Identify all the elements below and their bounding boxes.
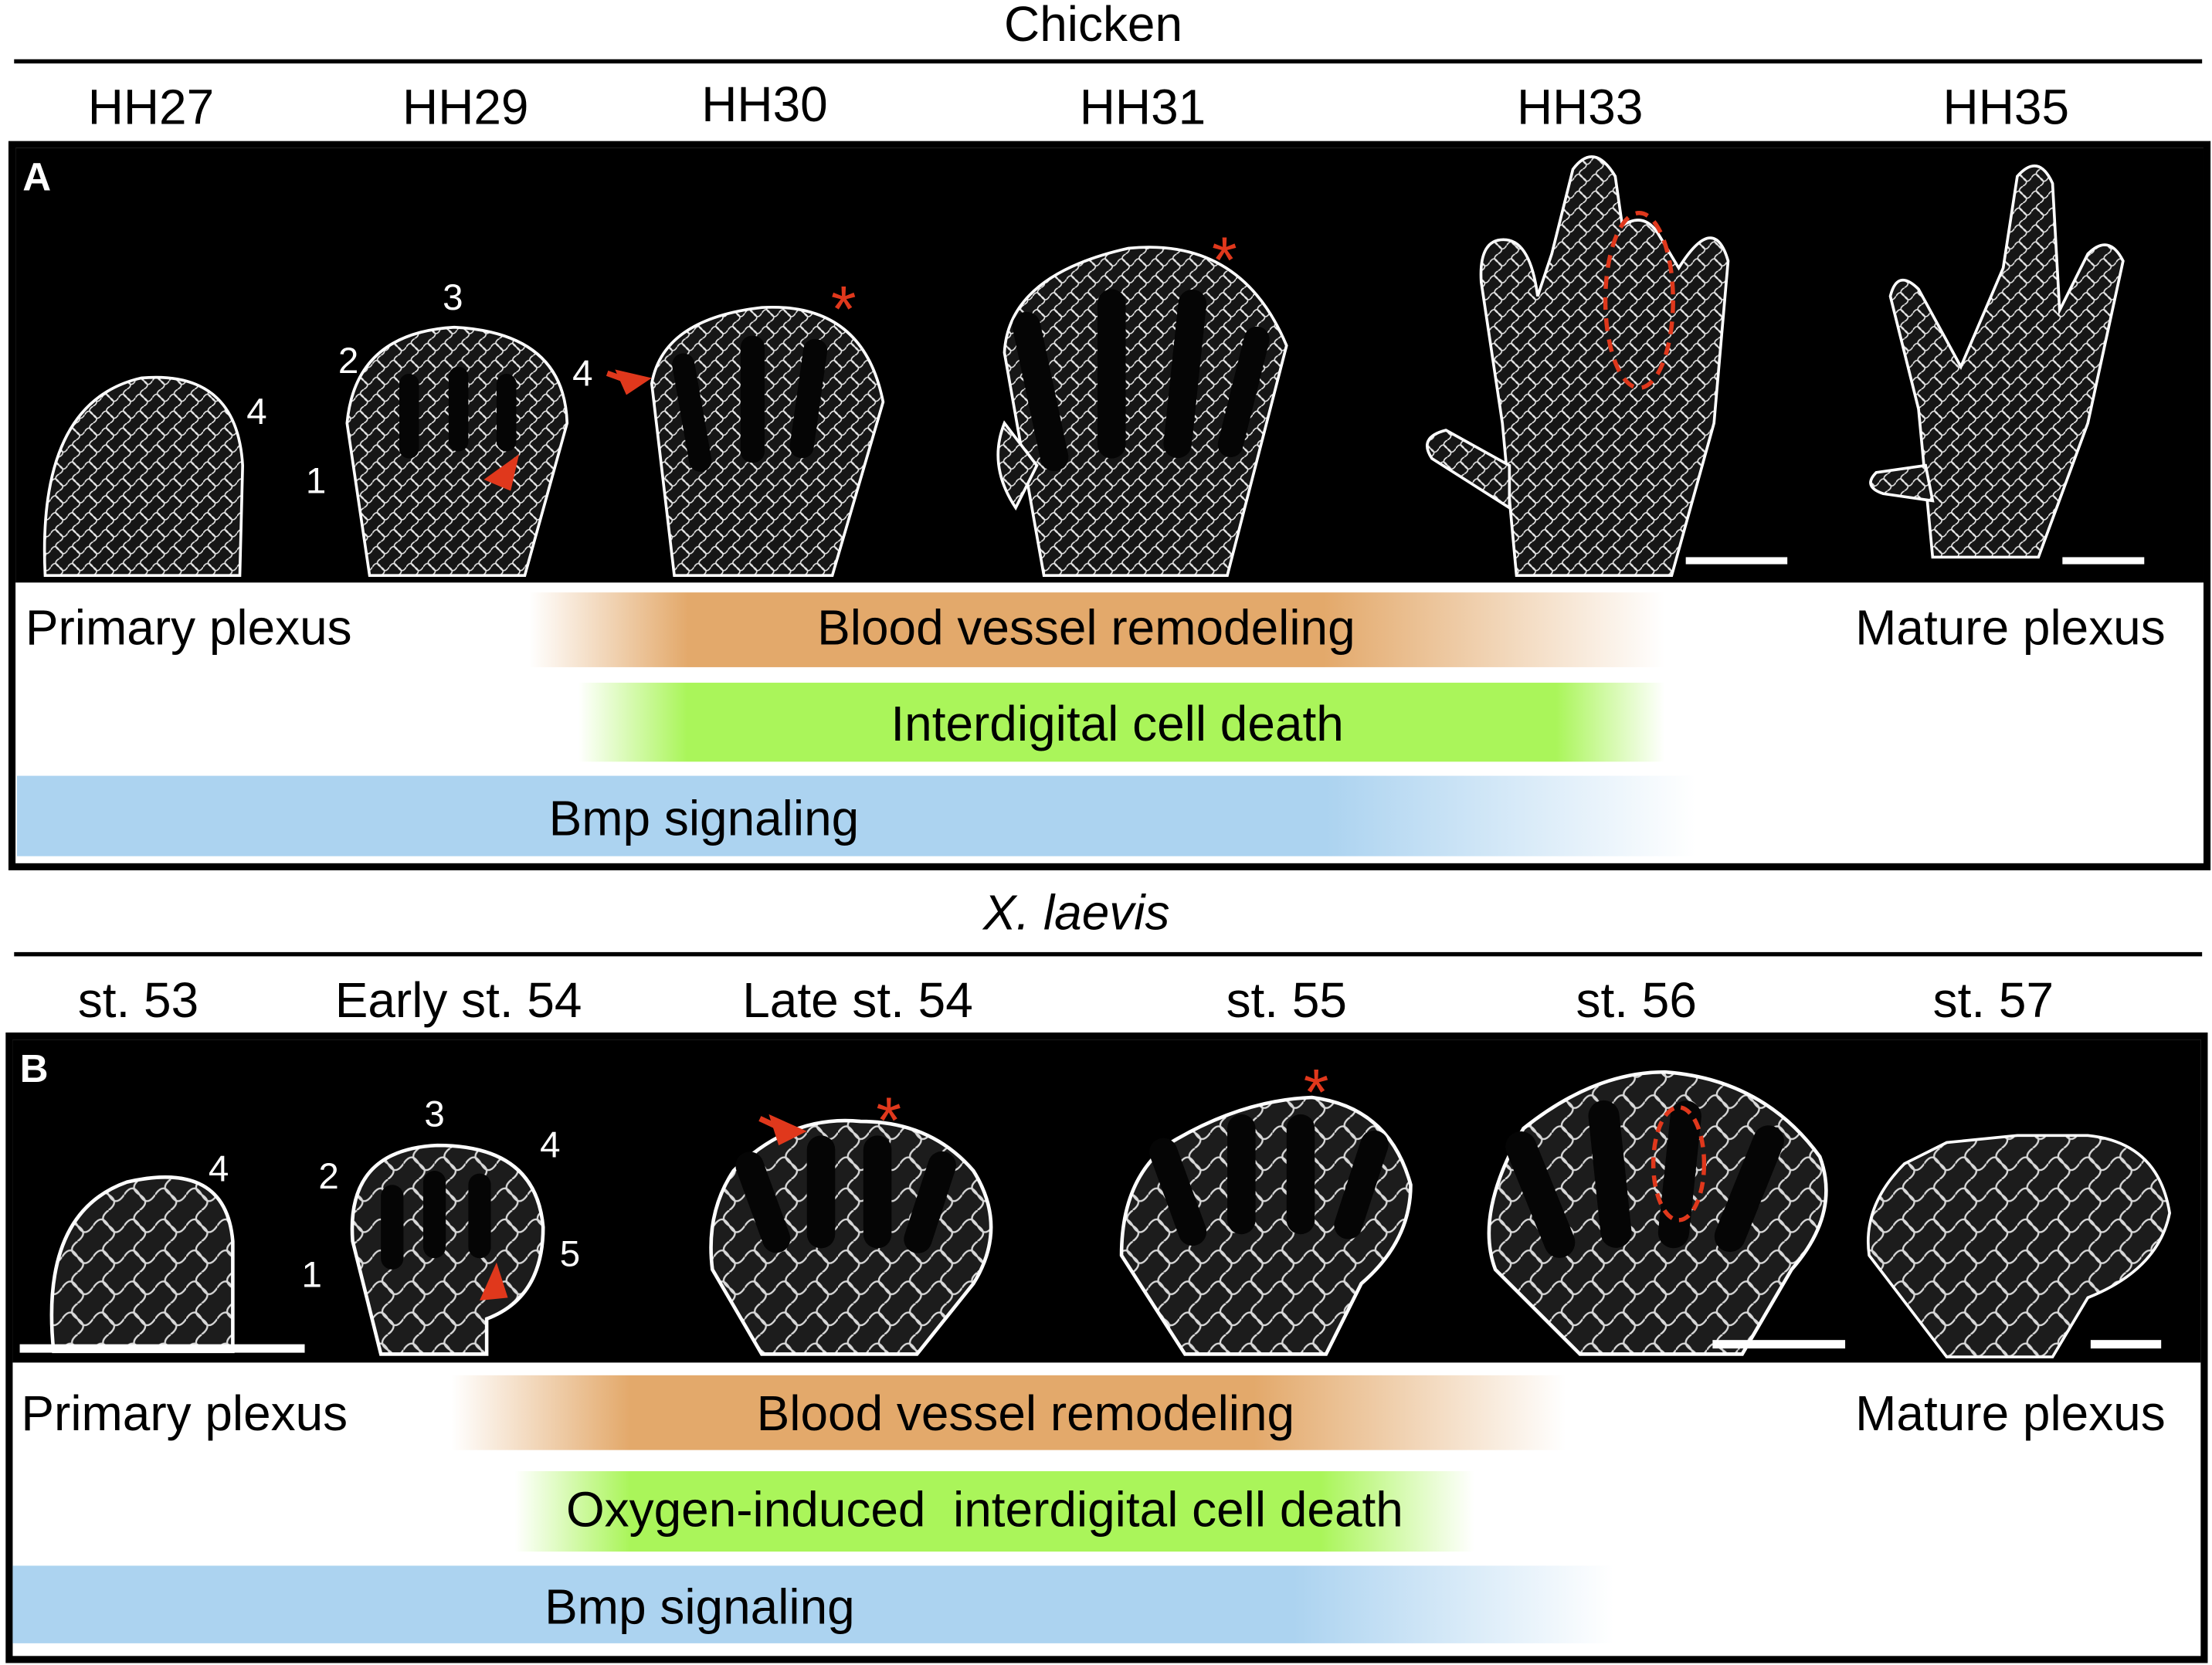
band-blood-vessel-remodeling	[451, 1375, 1566, 1450]
limb-st57	[1867, 1134, 2172, 1358]
limb-early-st54	[350, 1143, 545, 1356]
limb-hh31	[996, 246, 1288, 578]
digit-label: 2	[338, 339, 359, 382]
stage-label: HH30	[701, 77, 828, 133]
dashed-ellipse-annotation	[1603, 211, 1675, 391]
band-oxygen-induced-cell-death	[514, 1471, 1474, 1552]
limb-hh30	[650, 305, 885, 578]
digit-label: 4	[540, 1123, 561, 1166]
label-primary-plexus: Primary plexus	[21, 1386, 348, 1442]
stage-label: st. 57	[1932, 973, 2054, 1029]
label-primary-plexus: Primary plexus	[25, 601, 352, 656]
label-mature-plexus: Mature plexus	[1855, 601, 2166, 656]
divider-rule	[14, 951, 2203, 957]
limb-st55	[1119, 1095, 1413, 1356]
digit-label: 4	[208, 1147, 229, 1190]
stage-label: st. 55	[1226, 973, 1347, 1029]
asterisk-icon: *	[831, 273, 857, 345]
limb-st56	[1487, 1070, 1828, 1356]
red-arrow-icon	[758, 1114, 807, 1146]
stage-label: Early st. 54	[334, 973, 582, 1029]
limb-hh27	[42, 375, 244, 578]
scale-bar	[1685, 557, 2145, 565]
band-blood-vessel-remodeling	[528, 592, 1665, 667]
stage-label: HH35	[1942, 80, 2070, 136]
stage-label: HH33	[1516, 80, 1644, 136]
stage-label: st. 56	[1576, 973, 1697, 1029]
limb-hh35	[1869, 164, 2125, 559]
digit-label: 1	[305, 459, 327, 502]
stage-label: st. 53	[77, 973, 199, 1029]
limb-late-st54	[709, 1118, 993, 1356]
species-title-chicken: Chicken	[1004, 0, 1183, 53]
digit-label: 1	[301, 1253, 322, 1296]
band-label: Oxygen-induced interdigital cell death	[565, 1482, 1403, 1538]
dashed-ellipse-annotation	[1651, 1105, 1707, 1222]
red-arrow-icon	[480, 1262, 508, 1301]
band-interdigital-cell-death	[578, 683, 1665, 762]
asterisk-icon: *	[1212, 223, 1237, 296]
band-label: Bmp signaling	[545, 1579, 855, 1635]
species-title-xlaevis: X. laevis	[982, 886, 1170, 941]
red-arrow-icon	[483, 454, 520, 491]
label-mature-plexus: Mature plexus	[1855, 1386, 2166, 1442]
band-label: Blood vessel remodeling	[756, 1386, 1295, 1442]
digit-label: 4	[246, 390, 267, 432]
band-bmp-signaling	[12, 1565, 1614, 1643]
band-label: Bmp signaling	[548, 791, 860, 846]
divider-rule	[14, 59, 2203, 64]
digit-label: 2	[318, 1154, 339, 1197]
limb-hh29	[345, 325, 569, 578]
stage-label: HH27	[87, 80, 215, 136]
digit-label: 3	[424, 1092, 445, 1135]
panel-letter-b: B	[19, 1046, 49, 1090]
red-arrow-icon	[606, 369, 652, 395]
band-bmp-signaling	[16, 775, 1696, 856]
panel-letter-a: A	[22, 154, 52, 199]
band-label: Blood vessel remodeling	[817, 601, 1355, 656]
stage-label: Late st. 54	[742, 973, 973, 1029]
asterisk-icon: *	[1304, 1056, 1329, 1128]
digit-label: 3	[443, 276, 463, 318]
digit-label: 4	[572, 351, 593, 395]
stage-label: HH31	[1079, 80, 1206, 136]
asterisk-icon: *	[876, 1083, 901, 1156]
limb-st53	[49, 1175, 235, 1354]
stage-label: HH29	[402, 80, 529, 136]
digit-label: 5	[559, 1232, 581, 1275]
band-label: Interdigital cell death	[891, 697, 1344, 752]
scale-bar	[19, 1340, 2162, 1353]
limb-hh33	[1426, 155, 1730, 578]
